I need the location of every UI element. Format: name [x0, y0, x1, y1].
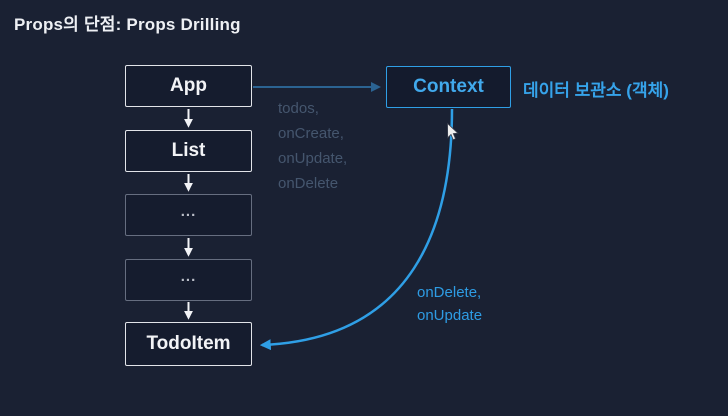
- props-list-line: onUpdate,: [278, 150, 348, 167]
- node-label: TodoItem: [146, 333, 231, 354]
- node-label: ...: [180, 202, 197, 220]
- slide-title: Props의 단점: Props Drilling: [14, 15, 241, 34]
- diagram-node-todoitem: TodoItem: [125, 322, 252, 366]
- diagram-node-ellipsis-1: ...: [125, 194, 252, 236]
- node-label: ...: [180, 267, 197, 285]
- node-label: List: [171, 140, 206, 161]
- diagram-node-context: Context: [386, 66, 511, 108]
- props-list-line: onCreate,: [278, 125, 344, 142]
- props-drilling-list: todos, onCreate, onUpdate, onDelete: [278, 96, 347, 196]
- diagram-node-app: App: [125, 65, 252, 107]
- node-label: App: [170, 75, 207, 96]
- props-list-line: onDelete: [278, 175, 339, 192]
- diagram-node-ellipsis-2: ...: [125, 259, 252, 301]
- context-functions-line: onDelete,: [417, 284, 482, 301]
- diagram-node-list: List: [125, 130, 252, 172]
- mouse-cursor-icon: [447, 122, 459, 141]
- node-label: Context: [413, 76, 484, 97]
- context-functions-line: onUpdate: [417, 307, 483, 324]
- props-list-line: todos,: [278, 100, 319, 117]
- context-annotation: 데이터 보관소 (객체): [523, 81, 669, 100]
- context-functions-list: onDelete, onUpdate: [417, 281, 482, 327]
